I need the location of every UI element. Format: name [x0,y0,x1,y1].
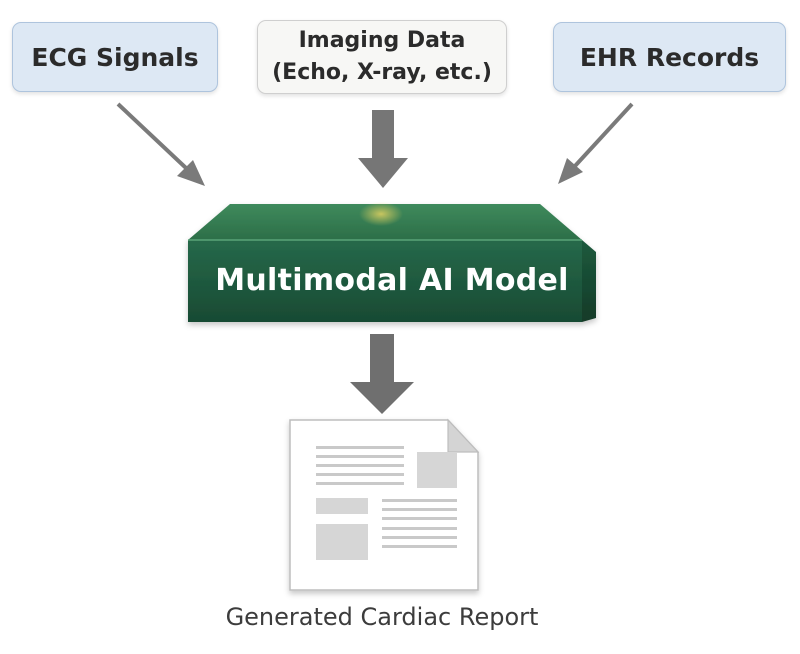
imaging-data-sublabel: (Echo, X-ray, etc.) [272,60,492,85]
ecg-signals-label: ECG Signals [31,42,199,72]
model-label: Multimodal AI Model [215,262,569,298]
ehr-records-box: EHR Records [553,22,786,92]
imaging-data-label: Imaging Data [298,28,466,53]
ecg-signals-box: ECG Signals [12,22,218,92]
model-block [188,202,596,322]
report-caption: Generated Cardiac Report [225,603,539,631]
imaging-data-box: Imaging Data (Echo, X-ray, etc.) [257,20,507,94]
model-to-report-arrow [350,334,414,414]
ecg-to-model-arrow [116,102,205,186]
ehr-records-label: EHR Records [579,42,760,72]
ehr-to-model-arrow [558,102,634,184]
document-icon [289,418,480,591]
imaging-to-model-arrow [358,110,408,188]
